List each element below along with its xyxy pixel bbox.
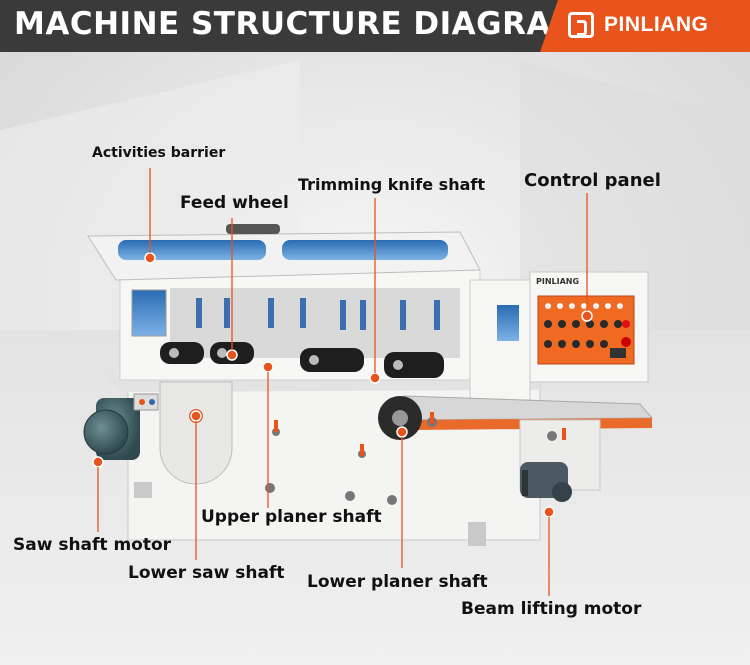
brand-name: PINLIANG — [604, 13, 709, 36]
control-panel-graphic — [537, 295, 635, 365]
label-upper-planer-shaft: Upper planer shaft — [201, 507, 382, 527]
label-trimming-knife-shaft: Trimming knife shaft — [298, 175, 485, 194]
page-title: MACHINE STRUCTURE DIAGRAM — [14, 6, 583, 42]
leader-lines — [97, 168, 588, 596]
label-control-panel: Control panel — [524, 170, 661, 191]
label-saw-shaft-motor: Saw shaft motor — [13, 535, 172, 555]
label-lower-planer-shaft: Lower planer shaft — [307, 572, 488, 592]
saw-shaft-motor-graphic — [83, 393, 159, 460]
label-lower-saw-shaft: Lower saw shaft — [128, 563, 285, 583]
label-beam-lifting-motor: Beam lifting motor — [461, 599, 642, 619]
barrier-window-left — [118, 240, 266, 260]
barrier-window-right — [282, 240, 448, 260]
label-feed-wheel: Feed wheel — [180, 193, 289, 213]
beam-lifting-motor-graphic — [520, 462, 572, 502]
brand-badge: PINLIANG — [540, 0, 750, 52]
marker-dots — [92, 252, 593, 518]
label-activities-barrier: Activities barrier — [92, 145, 226, 161]
panel-brand-label: PINLIANG — [536, 277, 580, 286]
brand-logo-icon — [568, 12, 594, 38]
wall-panel-right — [520, 60, 750, 330]
barrier-handle — [226, 224, 280, 234]
feed-rollers — [160, 342, 444, 378]
